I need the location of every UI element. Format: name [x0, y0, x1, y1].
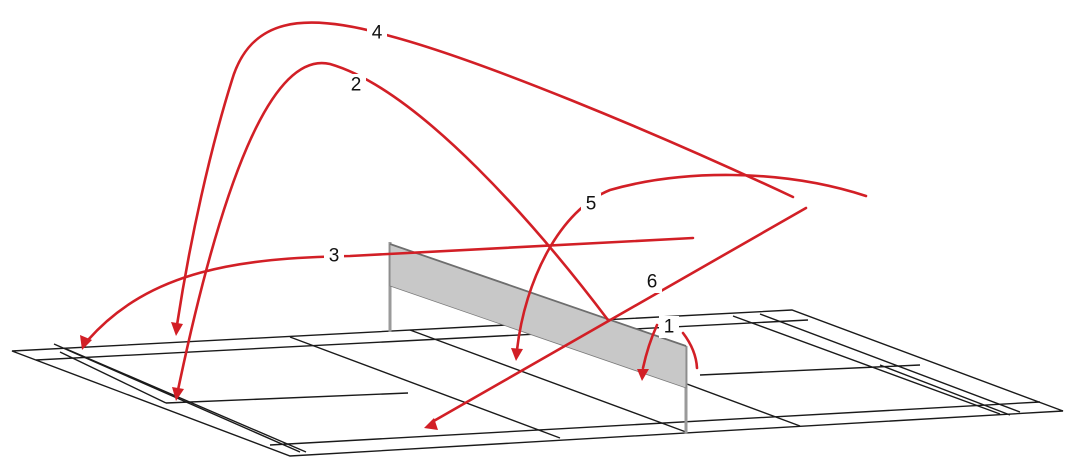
center-line-left [165, 392, 409, 404]
center-line-left-2 [59, 351, 167, 404]
net-line-ground [409, 329, 687, 433]
shot-6-path [430, 206, 808, 424]
shot-3-label: 3 [329, 246, 340, 267]
shot-3-arrowhead [80, 335, 92, 350]
shot-1-label-bg [659, 316, 679, 338]
shot-6-label: 6 [647, 272, 658, 293]
shot-1-path [641, 323, 659, 370]
court-sideline-near [269, 401, 1041, 446]
shot-4-label: 4 [372, 23, 383, 44]
shot-1-label: 1 [664, 317, 675, 338]
shot-6-label-bg [642, 271, 662, 293]
long-service-line-right [732, 315, 1001, 415]
net-mesh [389, 243, 687, 389]
shot-5-label: 5 [586, 194, 597, 215]
shot-4-arrowhead [171, 322, 183, 336]
shot-3-path [86, 236, 695, 342]
back-service-line-right [759, 313, 1021, 413]
shot-2-arrowhead [172, 387, 184, 401]
net-top-band [389, 243, 687, 347]
shot-labels: 1 2 3 4 5 6 [324, 22, 679, 338]
center-line-right [699, 364, 921, 376]
court-sideline-far [35, 319, 809, 361]
shot-2-label: 2 [351, 75, 362, 96]
shot-4-label-bg [367, 22, 387, 44]
court [11, 309, 1064, 457]
short-service-line-left [289, 336, 561, 439]
shot-1-tail [681, 331, 699, 370]
right-back-segment [879, 364, 1011, 416]
shot-4-path [175, 21, 795, 327]
shot-1-arrowhead [637, 369, 649, 381]
net [388, 242, 688, 434]
shot-2-label-bg [346, 74, 366, 96]
shot-5-path [515, 173, 868, 352]
shot-5-arrowhead [511, 348, 523, 361]
shot-2-path [176, 61, 610, 392]
shot-6-arrowhead [424, 418, 438, 430]
shot-3-label-bg [324, 245, 344, 267]
shot-paths [80, 21, 868, 430]
shot-5-label-bg [581, 193, 601, 215]
